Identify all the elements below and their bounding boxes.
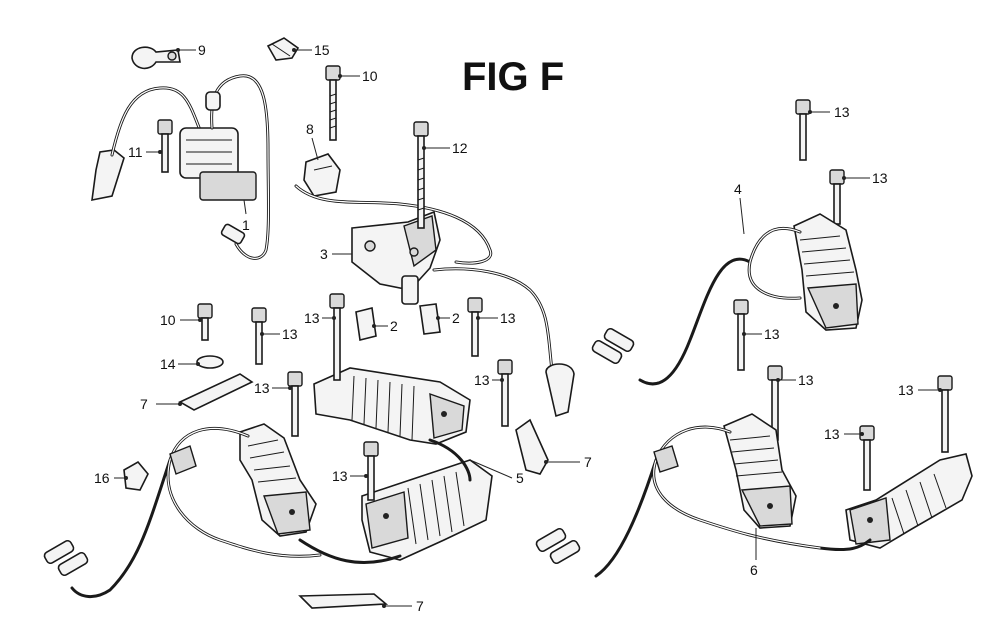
callout-13-b: 13 xyxy=(500,310,516,326)
spark-plug-cap xyxy=(91,149,125,202)
figure-title: FIG F xyxy=(462,55,564,99)
exciter-coil-top-right xyxy=(793,213,863,331)
bolt-13-a xyxy=(329,293,345,381)
callout-16: 16 xyxy=(94,470,110,486)
callout-7-right: 7 xyxy=(584,454,592,470)
washer-14 xyxy=(196,355,224,369)
clip-16 xyxy=(123,460,149,491)
exciter-coil-upper xyxy=(313,367,471,445)
bolt-10-top xyxy=(325,65,341,141)
ignition-coil-body xyxy=(179,127,239,179)
callout-13-i: 13 xyxy=(764,326,780,342)
connector-plugs-bottom-right xyxy=(535,527,581,565)
clip-15 xyxy=(266,37,300,61)
bolt-13-left-top xyxy=(251,307,267,365)
callout-7-bottom: 7 xyxy=(416,598,424,614)
bolt-13-tr-b xyxy=(829,169,845,225)
bolt-13-br-b xyxy=(767,365,783,441)
spacer-2-left xyxy=(355,307,377,341)
coil-terminal xyxy=(220,223,246,245)
exciter-coil-bottom-right-a xyxy=(723,413,797,529)
callout-13-g: 13 xyxy=(834,104,850,120)
callout-9: 9 xyxy=(198,42,206,58)
exciter-coil-left xyxy=(239,423,317,537)
bolt-13-c xyxy=(497,359,513,427)
bolt-10-left xyxy=(197,303,213,341)
callout-5: 5 xyxy=(516,470,524,486)
bolt-13-br-a xyxy=(733,299,749,371)
spacer-2-right xyxy=(419,303,441,335)
bolt-13-br-c xyxy=(859,425,875,491)
harness-sleeve-right xyxy=(653,445,679,473)
module-wire-end-cap xyxy=(545,363,575,418)
plate-7-center xyxy=(515,418,549,475)
callout-13-l: 13 xyxy=(824,426,840,442)
callout-7-left: 7 xyxy=(140,396,148,412)
callout-2-right: 2 xyxy=(452,310,460,326)
callout-10-top: 10 xyxy=(362,68,378,84)
bolt-13-left-mid xyxy=(287,371,303,437)
callout-6: 6 xyxy=(750,562,758,578)
callout-13-k: 13 xyxy=(898,382,914,398)
ignition-coil-assembly xyxy=(91,74,270,260)
coil-top-terminal xyxy=(205,91,221,111)
callout-14: 14 xyxy=(160,356,176,372)
exciter-harness-center xyxy=(298,438,472,564)
exciter-coil-lower xyxy=(361,459,493,561)
ignition-module-3 xyxy=(351,210,575,418)
bolt-12 xyxy=(413,121,429,229)
callout-13-j: 13 xyxy=(798,372,814,388)
connector-plugs-left xyxy=(43,539,89,577)
bolt-13-tr-a xyxy=(795,99,811,161)
connector-8 xyxy=(303,153,341,197)
callout-13-e: 13 xyxy=(474,372,490,388)
callout-2-left: 2 xyxy=(390,318,398,334)
bolt-13-b xyxy=(467,297,483,357)
callout-8: 8 xyxy=(306,121,314,137)
callout-1: 1 xyxy=(242,217,250,233)
callout-13-d: 13 xyxy=(254,380,270,396)
callout-11: 11 xyxy=(128,144,143,160)
harness-sleeve-left xyxy=(169,445,197,475)
callout-13-c: 13 xyxy=(282,326,298,342)
ignition-coil-core xyxy=(199,171,257,201)
plate-7-left xyxy=(178,373,254,411)
callout-10-left: 10 xyxy=(160,312,176,328)
callout-3: 3 xyxy=(320,246,328,262)
callout-15: 15 xyxy=(314,42,330,58)
callout-12: 12 xyxy=(452,140,468,156)
callout-4: 4 xyxy=(734,181,742,197)
callout-13-f: 13 xyxy=(332,468,348,484)
bolt-11 xyxy=(157,119,173,173)
clamp-9 xyxy=(131,46,181,70)
bolt-13-br-d xyxy=(937,375,953,453)
bolt-13-d xyxy=(363,441,379,501)
callout-13-a: 13 xyxy=(304,310,320,326)
connector-plugs-top-right xyxy=(591,327,635,365)
callout-13-h: 13 xyxy=(872,170,888,186)
plate-7-bottom xyxy=(298,593,389,609)
harness-top-right xyxy=(638,226,802,386)
